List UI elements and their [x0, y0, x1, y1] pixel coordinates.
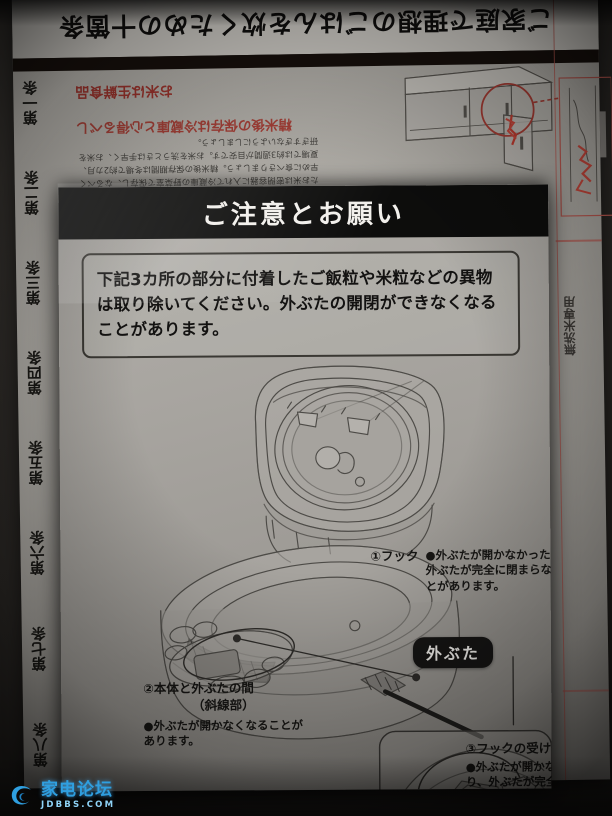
panel-header-title: ご注意とお願い [201, 198, 405, 231]
callout-3-bullet: ●外ぶたが開かなかったり、外ぶたが完全に閉まらないことがあります。 [465, 758, 552, 792]
callout-2-subtitle: （斜線部） [192, 696, 255, 713]
background-red-subheading: 精米後の保存は冷蔵庫と心得るべし [75, 115, 292, 136]
callout-hook: ①フック ●外ぶたが開かなかったり、外ぶたが完全に閉まらないことがあります。 [370, 547, 551, 594]
callout-1-bullet: ●外ぶたが開かなかったり、外ぶたが完全に閉まらないことがあります。 [425, 547, 552, 593]
panel-header-band: ご注意とお願い [58, 184, 549, 240]
article-label-1: 第一条 [21, 80, 40, 126]
swirl-logo-icon [11, 785, 31, 805]
notice-text: 下記3カ所の部分に付着したご飯粒や米粒などの異物は取り除いてください。外ぶたの開… [96, 267, 497, 340]
callout-3-title: ③フックの受け部 [465, 740, 552, 757]
instruction-panel: ご注意とお願い 下記3カ所の部分に付着したご飯粒や米粒などの異物は取り除いてくだ… [58, 184, 552, 792]
label-outer-lid: 外ぶた [412, 636, 494, 669]
callout-2-title: ②本体と外ぶたの間 [143, 680, 254, 696]
red-margin-rule-bottom [562, 689, 609, 692]
forum-watermark: 家电论坛 JDBBS.COM [8, 782, 115, 810]
callout-hook-receptacle: ③フックの受け部 ●外ぶたが開かなかったり、外ぶたが完全に閉まらないことがありま… [466, 740, 552, 791]
watermark-url-text: JDBBS.COM [41, 800, 116, 811]
notice-box: 下記3カ所の部分に付着したご飯粒や米粒などの異物は取り除いてください。外ぶたの開… [81, 250, 521, 359]
callout-1-title: ①フック [370, 548, 419, 564]
callout-body-lid-gap: ②本体と外ぶたの間 （斜線部） ●外ぶたが開かなくなることがあります。 [143, 680, 328, 750]
background-red-heading: お米は生鮮食品 [75, 82, 174, 100]
callout-2-bullet: ●外ぶたが開かなくなることがあります。 [143, 718, 304, 749]
watermark-chinese-text: 家电论坛 [41, 780, 113, 801]
